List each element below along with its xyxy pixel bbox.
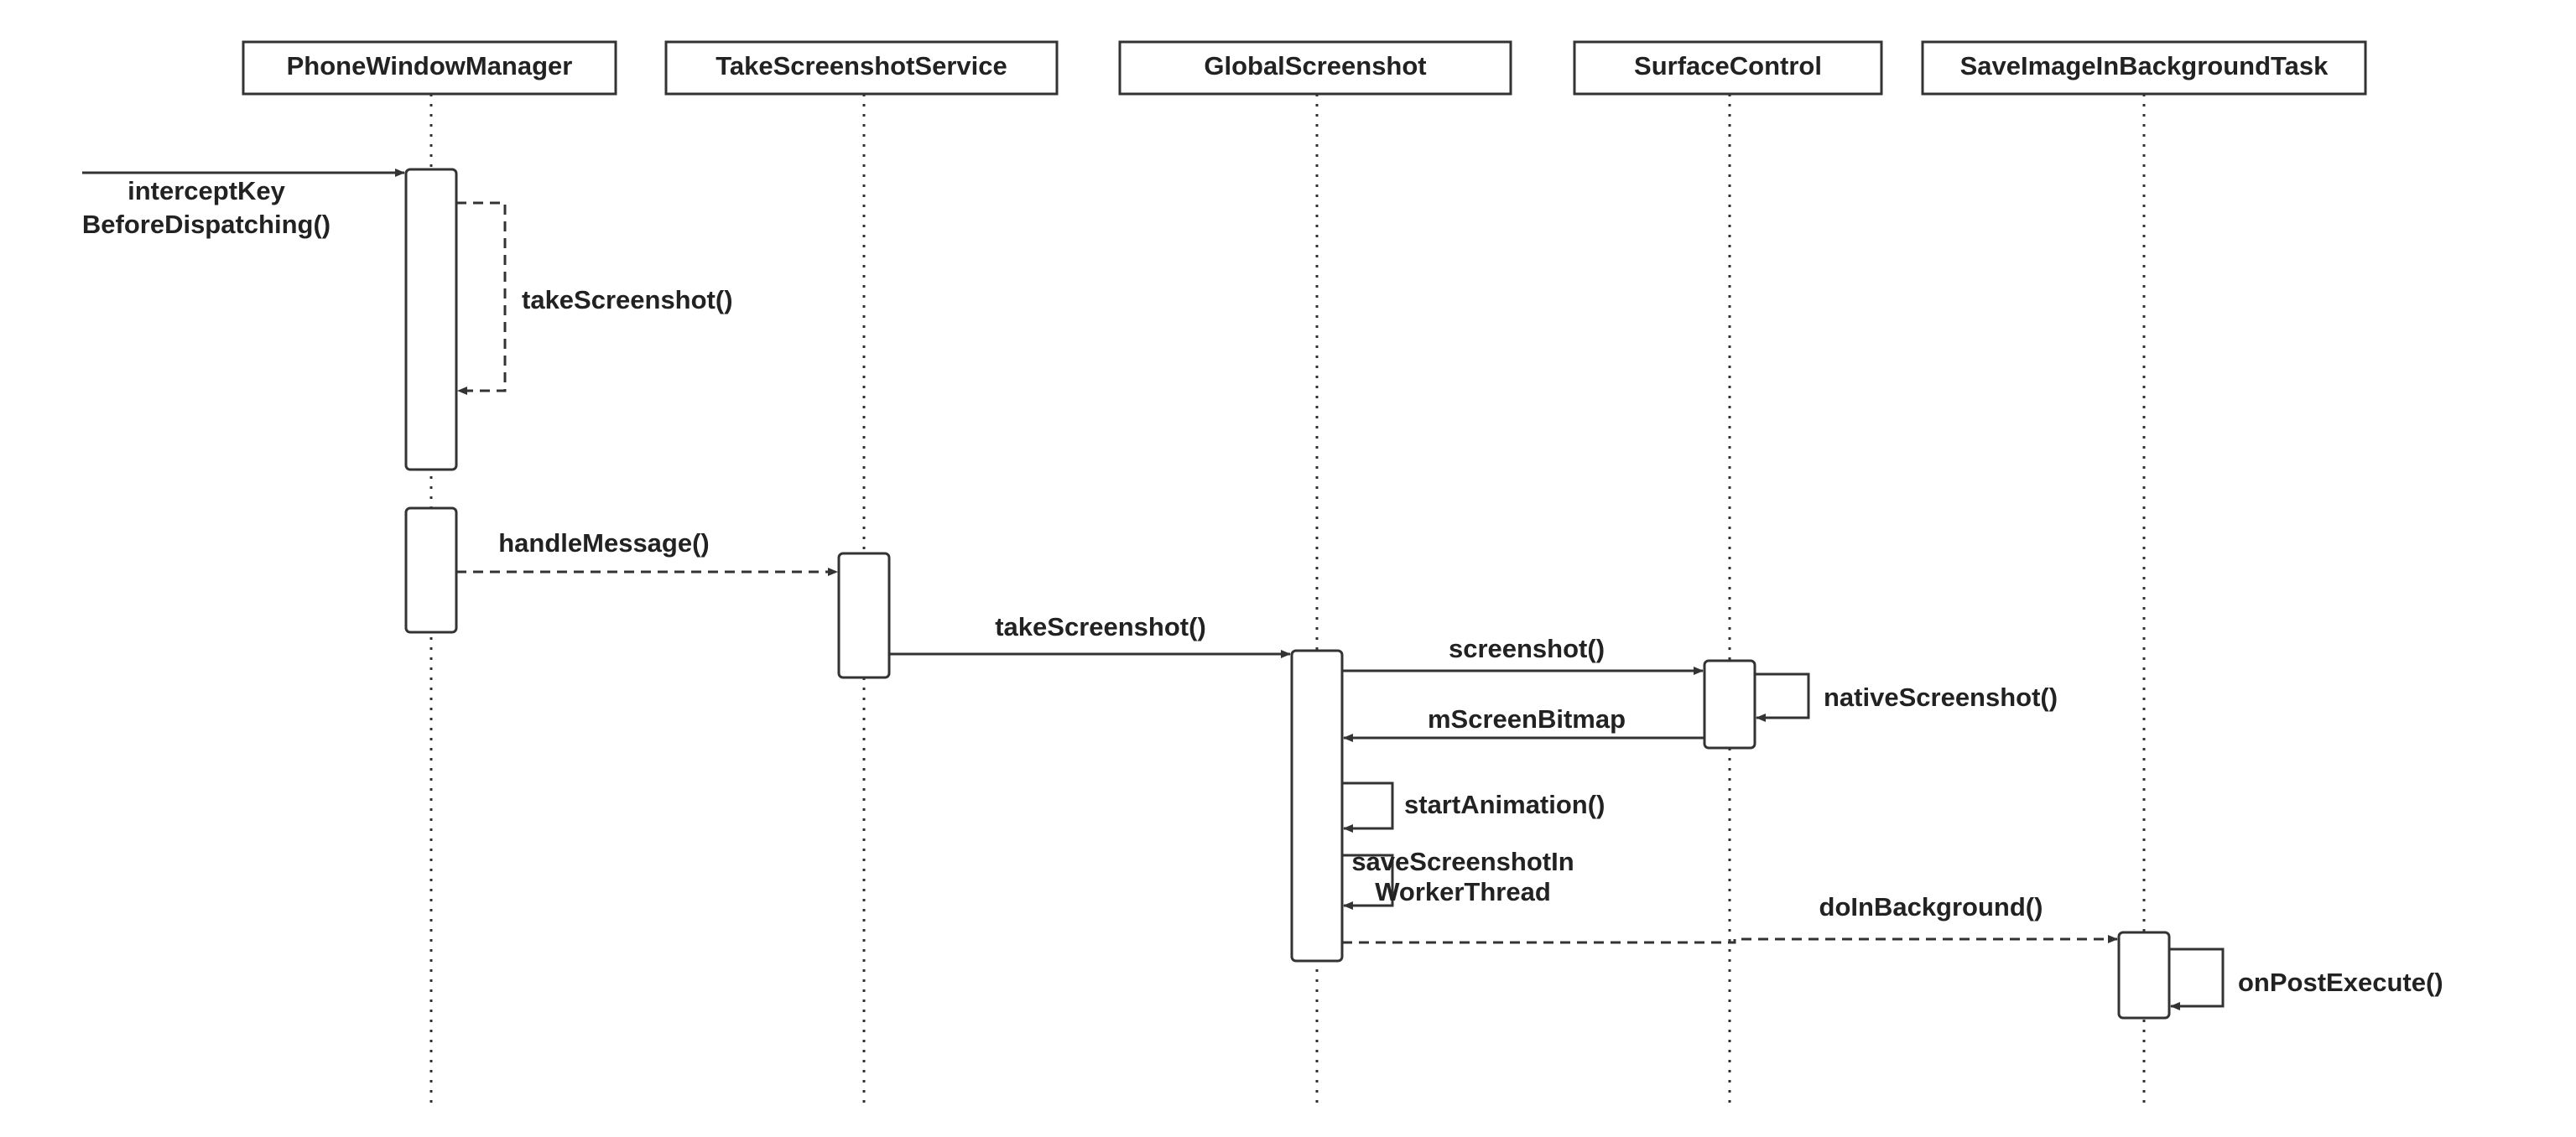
message-label: mScreenBitmap — [1428, 704, 1626, 734]
activation-tss — [837, 552, 891, 679]
message-screenshot: screenshot() — [1342, 634, 1704, 675]
message-label: startAnimation() — [1404, 790, 1605, 819]
participant-name: GlobalScreenshot — [1204, 51, 1426, 80]
message-save-screenshot: saveScreenshotIn WorkerThread — [1342, 847, 1574, 910]
activation-gs — [1290, 649, 1344, 963]
activation-sib — [2117, 931, 2171, 1020]
message-intercept-key: interceptKey BeforeDispatching() — [82, 169, 405, 239]
activation-pwm-2 — [404, 506, 458, 634]
message-label: nativeScreenshot() — [1824, 683, 2058, 712]
message-label: onPostExecute() — [2238, 968, 2443, 997]
message-mscreen-bitmap: mScreenBitmap — [1343, 704, 1704, 742]
participant-header-sc: SurfaceControl — [1573, 40, 1883, 96]
message-label: screenshot() — [1449, 634, 1605, 663]
message-take-screenshot: takeScreenshot() — [889, 612, 1291, 658]
participant-header-gs: GlobalScreenshot — [1118, 40, 1512, 96]
participant-header-sib: SaveImageInBackgroundTask — [1921, 40, 2367, 96]
message-label: WorkerThread — [1375, 877, 1551, 906]
message-label: handleMessage() — [498, 528, 710, 558]
message-label: BeforeDispatching() — [82, 210, 330, 239]
message-start-animation: startAnimation() — [1342, 781, 1605, 833]
message-label: takeScreenshot() — [522, 285, 733, 314]
message-label: doInBackground() — [1819, 892, 2043, 922]
message-label: takeScreenshot() — [995, 612, 1206, 641]
message-label: interceptKey — [127, 176, 286, 205]
message-native-screenshot: nativeScreenshot() — [1755, 672, 2058, 722]
participant-header-pwm: PhoneWindowManager — [242, 40, 617, 96]
activation-sc — [1703, 659, 1756, 750]
participant-name: TakeScreenshotService — [716, 51, 1007, 80]
participant-name: SaveImageInBackgroundTask — [1960, 51, 2329, 80]
message-label: saveScreenshotIn — [1351, 847, 1574, 876]
message-take-screenshot-self: takeScreenshot() — [456, 201, 733, 395]
participant-name: SurfaceControl — [1634, 51, 1822, 80]
message-on-post-execute: onPostExecute() — [2169, 948, 2443, 1010]
participant-header-tss: TakeScreenshotService — [664, 40, 1059, 96]
message-handle-message: handleMessage() — [456, 528, 838, 576]
message-do-in-background: doInBackground() — [1342, 892, 2118, 944]
participant-name: PhoneWindowManager — [287, 51, 573, 80]
activation-pwm-1 — [404, 168, 458, 471]
